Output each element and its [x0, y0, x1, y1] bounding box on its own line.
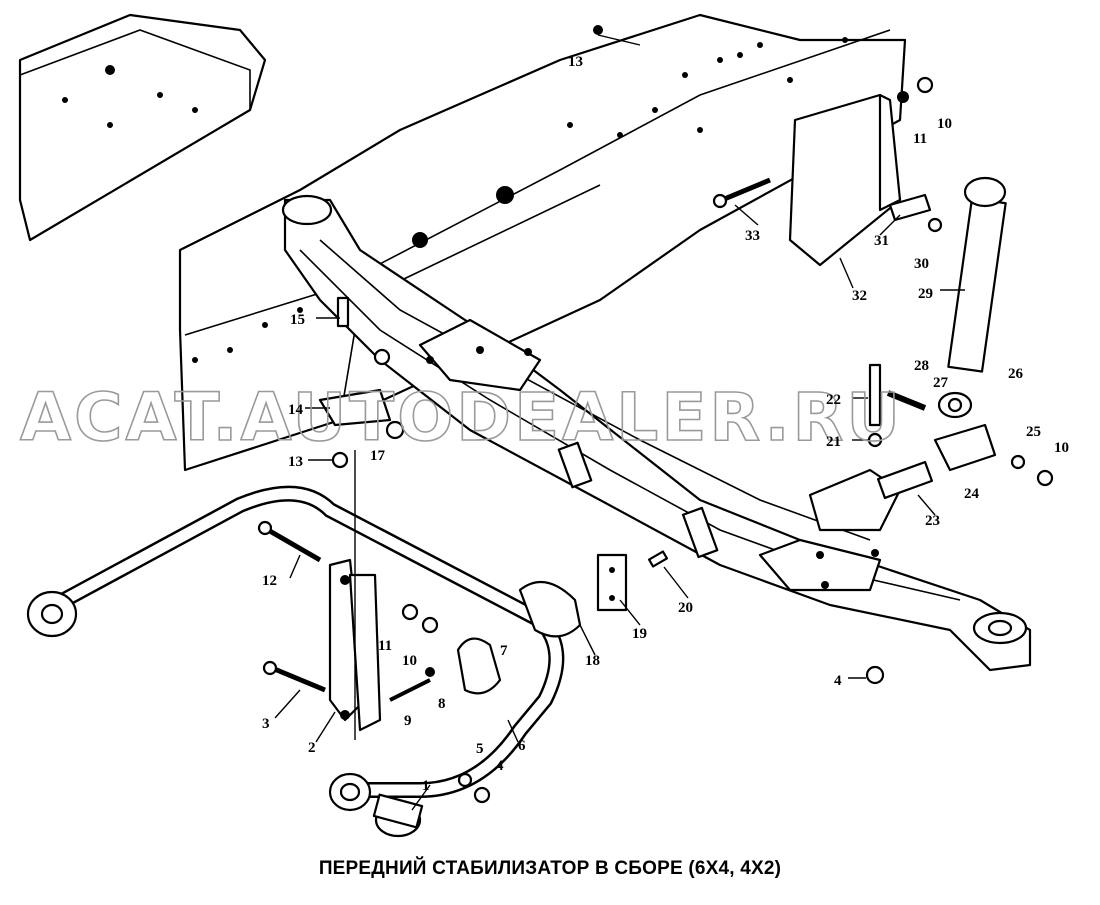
- callout-32: 32: [852, 288, 867, 304]
- callout-10: 10: [1054, 440, 1069, 456]
- callout-12: 12: [262, 573, 277, 589]
- callout-11: 11: [913, 131, 927, 147]
- front-axle-beam: [281, 194, 1032, 672]
- callout-33: 33: [745, 228, 760, 244]
- callout-24: 24: [964, 486, 980, 502]
- callout-28: 28: [914, 358, 929, 374]
- callout-25: 25: [1026, 424, 1041, 440]
- callout-26: 26: [1008, 366, 1024, 382]
- callout-14: 14: [288, 402, 304, 418]
- diagram-caption: ПЕРЕДНИЙ СТАБИЛИЗАТОР В СБОРЕ (6X4, 4X2): [318, 858, 782, 879]
- fasteners: [257, 25, 1054, 804]
- callout-13: 13: [288, 454, 303, 470]
- callout-23: 23: [925, 513, 940, 529]
- shock-absorber: [788, 93, 1007, 419]
- callout-10: 10: [937, 116, 952, 132]
- callout-6: 6: [518, 738, 526, 754]
- clamp-assembly: [456, 553, 628, 695]
- callout-1: 1: [422, 778, 430, 794]
- callouts: 1 2 3 4 4 5 6 7 8 9 10 10 10 11 11 12 13…: [262, 54, 1069, 794]
- callout-2: 2: [308, 740, 316, 756]
- callout-19: 19: [632, 626, 647, 642]
- callout-3: 3: [262, 716, 270, 732]
- callout-21: 21: [826, 434, 841, 450]
- callout-11: 11: [378, 638, 392, 654]
- callout-22: 22: [826, 392, 841, 408]
- callout-27: 27: [933, 375, 949, 391]
- callout-18: 18: [585, 653, 600, 669]
- callout-31: 31: [874, 233, 889, 249]
- bushing-part-1: [372, 793, 424, 838]
- callout-30: 30: [914, 256, 929, 272]
- link-bracket: [318, 388, 405, 740]
- callout-8: 8: [438, 696, 446, 712]
- callout-4: 4: [834, 673, 842, 689]
- callout-4: 4: [496, 758, 504, 774]
- watermark: ACAT.AUTODEALER.RU: [20, 379, 903, 456]
- frame-rail-left: [18, 13, 267, 242]
- callout-17: 17: [370, 448, 386, 464]
- callout-29: 29: [918, 286, 933, 302]
- callout-15: 15: [290, 312, 305, 328]
- lower-shock-mount: [808, 423, 997, 532]
- callout-5: 5: [476, 741, 484, 757]
- callout-13: 13: [568, 54, 583, 70]
- callout-10: 10: [402, 653, 417, 669]
- callout-7: 7: [500, 643, 508, 659]
- callout-9: 9: [404, 713, 412, 729]
- leader-lines: [274, 34, 965, 811]
- callout-20: 20: [678, 600, 693, 616]
